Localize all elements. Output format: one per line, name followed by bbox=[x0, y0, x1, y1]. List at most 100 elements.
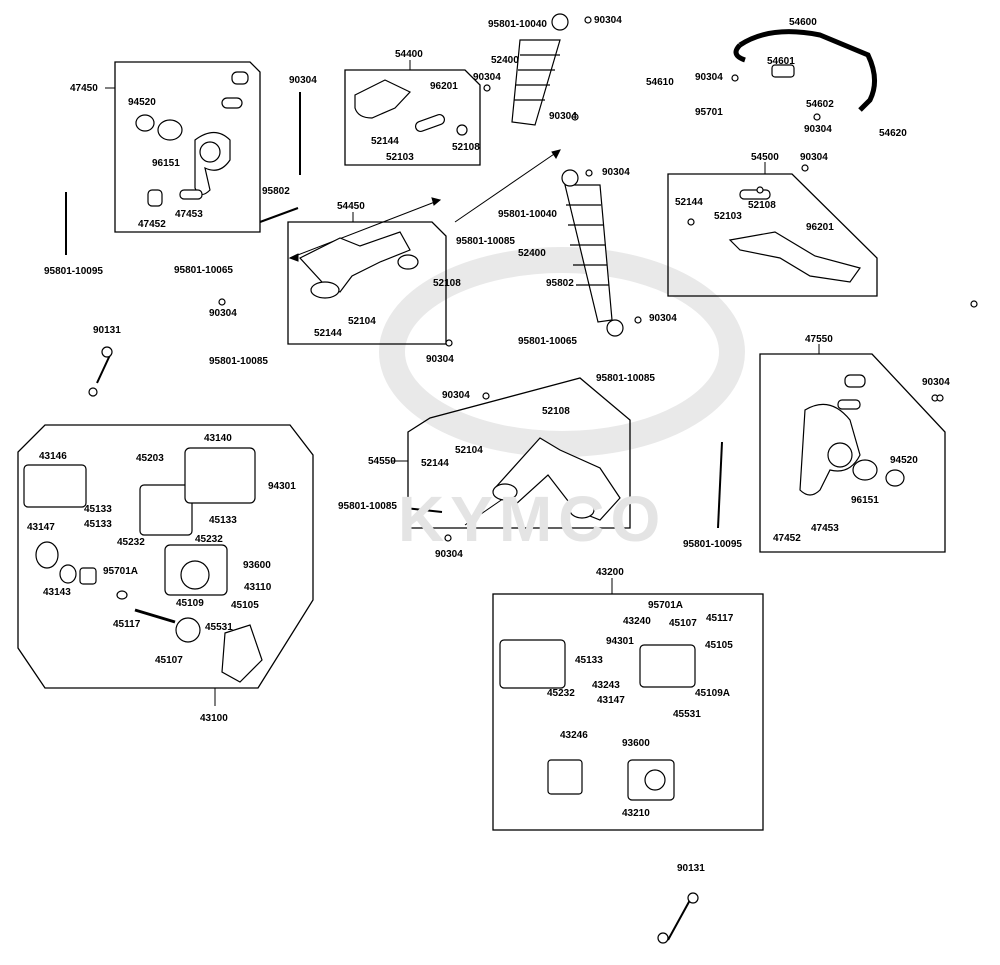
part-label: 96151 bbox=[152, 158, 180, 169]
part-label: 90304 bbox=[426, 354, 454, 365]
group-label-47550: 47550 bbox=[805, 334, 833, 345]
part-label: 52400 bbox=[491, 55, 519, 66]
part-label: 95801-10065 bbox=[518, 336, 577, 347]
part-label: 95801-10095 bbox=[44, 266, 103, 277]
part-label: 45531 bbox=[205, 622, 233, 633]
part-label: 95801-10085 bbox=[456, 236, 515, 247]
group-label-54500: 54500 bbox=[751, 152, 779, 163]
part-label: 45133 bbox=[575, 655, 603, 666]
part-label: 45133 bbox=[84, 519, 112, 530]
part-label: 52144 bbox=[314, 328, 342, 339]
part-label: 90304 bbox=[800, 152, 828, 163]
part-label: 52104 bbox=[455, 445, 483, 456]
part-label: 52108 bbox=[452, 142, 480, 153]
part-label: 93600 bbox=[243, 560, 271, 571]
part-label: 47452 bbox=[138, 219, 166, 230]
part-label: 45133 bbox=[209, 515, 237, 526]
enclosure-47450 bbox=[114, 61, 261, 233]
part-label: 45107 bbox=[669, 618, 697, 629]
part-label: 90304 bbox=[594, 15, 622, 26]
enclosure-54500 bbox=[667, 173, 878, 297]
enclosure-54450 bbox=[287, 221, 447, 345]
part-label: 95701 bbox=[695, 107, 723, 118]
watermark-logo bbox=[379, 247, 745, 457]
part-label: 52400 bbox=[518, 248, 546, 259]
enclosure-47550 bbox=[759, 353, 946, 553]
group-label-54550: 54550 bbox=[368, 456, 396, 467]
part-label: 96201 bbox=[806, 222, 834, 233]
part-label: 43146 bbox=[39, 451, 67, 462]
part-label: 52144 bbox=[421, 458, 449, 469]
part-label: 52104 bbox=[348, 316, 376, 327]
enclosure-54550 bbox=[407, 377, 631, 529]
part-label: 90131 bbox=[93, 325, 121, 336]
part-label: 94520 bbox=[890, 455, 918, 466]
part-label: 45203 bbox=[136, 453, 164, 464]
shock-upper bbox=[511, 13, 569, 126]
part-label: 95802 bbox=[262, 186, 290, 197]
part-label: 45105 bbox=[705, 640, 733, 651]
part-label: 43147 bbox=[597, 695, 625, 706]
part-label: 47453 bbox=[175, 209, 203, 220]
part-label: 52144 bbox=[675, 197, 703, 208]
part-label: 45107 bbox=[155, 655, 183, 666]
part-label: 45133 bbox=[84, 504, 112, 515]
group-label-54400: 54400 bbox=[395, 49, 423, 60]
part-label: 90304 bbox=[209, 308, 237, 319]
part-label: 95801-10085 bbox=[596, 373, 655, 384]
part-label: 96201 bbox=[430, 81, 458, 92]
part-label: 45105 bbox=[231, 600, 259, 611]
part-label: 52144 bbox=[371, 136, 399, 147]
part-label: 90304 bbox=[442, 390, 470, 401]
part-label: 94301 bbox=[606, 636, 634, 647]
part-label: 47453 bbox=[811, 523, 839, 534]
enclosure-43200 bbox=[492, 593, 764, 831]
part-label: 54600 bbox=[789, 17, 817, 28]
part-label: 43110 bbox=[244, 582, 272, 593]
part-label: 95801-10040 bbox=[488, 19, 547, 30]
part-label: 43147 bbox=[27, 522, 55, 533]
part-label: 54601 bbox=[767, 56, 795, 67]
watermark-text: KYMCO bbox=[398, 483, 667, 555]
part-label: 95701A bbox=[648, 600, 684, 611]
part-label: 90304 bbox=[473, 72, 501, 83]
part-label: 95802 bbox=[546, 278, 574, 289]
part-label: 90304 bbox=[649, 313, 677, 324]
part-label: 95801-10040 bbox=[498, 209, 557, 220]
part-label: 54610 bbox=[646, 77, 674, 88]
part-label: 52108 bbox=[748, 200, 776, 211]
group-label-47450: 47450 bbox=[70, 83, 98, 94]
part-label: 54620 bbox=[879, 128, 907, 139]
part-shapes bbox=[23, 13, 978, 944]
enclosure-54400 bbox=[344, 69, 481, 166]
part-label: 45232 bbox=[117, 537, 145, 548]
part-label: 94520 bbox=[128, 97, 156, 108]
part-label: 45109 bbox=[176, 598, 204, 609]
enclosure-43100 bbox=[17, 424, 314, 689]
part-label: 90304 bbox=[289, 75, 317, 86]
part-label: 52103 bbox=[386, 152, 414, 163]
part-label: 94301 bbox=[268, 481, 296, 492]
part-label: 96151 bbox=[851, 495, 879, 506]
group-label-54450: 54450 bbox=[337, 201, 365, 212]
part-label: 95801-10065 bbox=[174, 265, 233, 276]
part-label: 90131 bbox=[677, 863, 705, 874]
part-label: 43210 bbox=[622, 808, 650, 819]
part-label: 43143 bbox=[43, 587, 71, 598]
part-label: 95801-10085 bbox=[209, 356, 268, 367]
part-label: 43246 bbox=[560, 730, 588, 741]
part-label: 90304 bbox=[602, 167, 630, 178]
part-label: 95701A bbox=[103, 566, 139, 577]
part-label: 43240 bbox=[623, 616, 651, 627]
part-label: 93600 bbox=[622, 738, 650, 749]
part-label: 43243 bbox=[592, 680, 620, 691]
group-label-43200: 43200 bbox=[596, 567, 624, 578]
part-label: 90304 bbox=[435, 549, 463, 560]
part-label: 47452 bbox=[773, 533, 801, 544]
part-label: 54602 bbox=[806, 99, 834, 110]
part-label: 90304 bbox=[695, 72, 723, 83]
part-label: 90304 bbox=[549, 111, 577, 122]
part-label: 45232 bbox=[547, 688, 575, 699]
